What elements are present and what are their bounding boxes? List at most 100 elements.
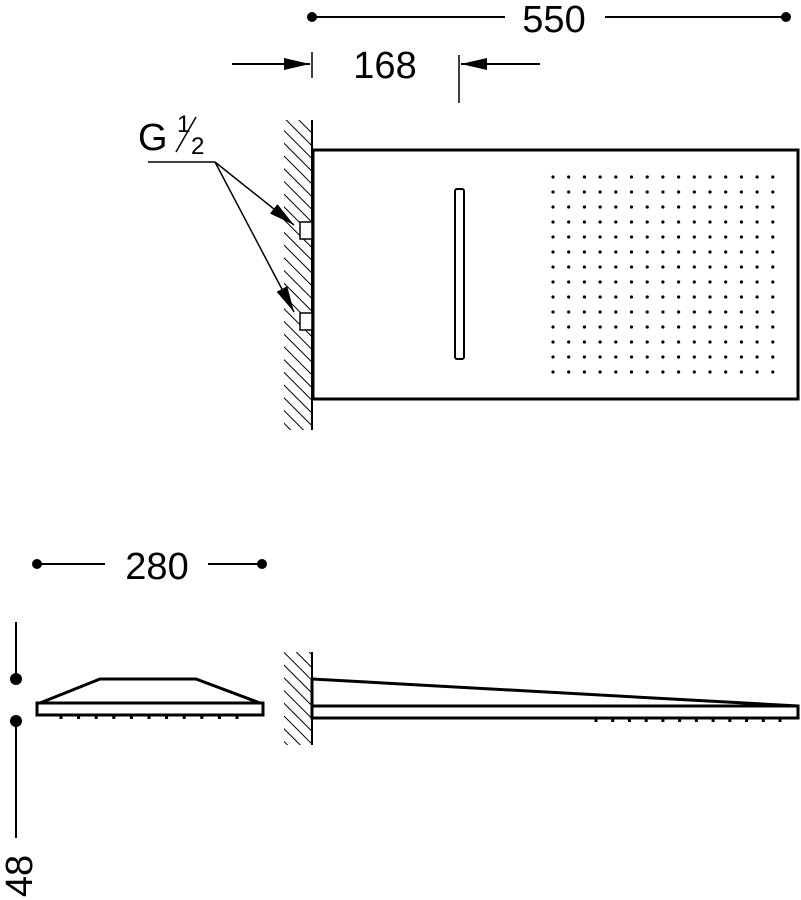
nozzle-dot [771, 295, 775, 299]
nozzle-tick [644, 719, 648, 722]
nozzle-dot [724, 325, 728, 329]
nozzle-dot [724, 220, 728, 224]
nozzle-dot [551, 370, 555, 374]
nozzle-dot [582, 295, 587, 299]
nozzle-dot [598, 250, 602, 254]
nozzle-dot [677, 265, 681, 269]
nozzle-dot [708, 340, 712, 344]
nozzle-dot [661, 340, 665, 344]
nozzle-dot [677, 250, 681, 254]
nozzle-dot [614, 190, 618, 194]
nozzle-dot [692, 205, 696, 209]
nozzle-tick [678, 719, 682, 722]
nozzle-dot [771, 280, 775, 284]
nozzle-dot [645, 235, 649, 239]
nozzle-dot [755, 190, 759, 194]
dimension-label-48: 48 [0, 855, 41, 897]
nozzle-dot [755, 250, 759, 254]
nozzle-dot [724, 340, 728, 344]
waterfall-slot [454, 188, 465, 360]
dimension-overall-width: 550 [307, 0, 791, 41]
dimension-label-550: 550 [522, 0, 585, 41]
nozzle-dot [551, 190, 555, 194]
nozzle-dot [755, 295, 759, 299]
nozzle-dot [661, 325, 665, 329]
nozzle-dot [567, 205, 571, 209]
nozzle-dot [614, 175, 618, 179]
nozzle-dot [771, 370, 775, 374]
nozzle-dot [614, 325, 618, 329]
nozzle-dot [739, 235, 744, 239]
nozzle-dot [771, 205, 775, 209]
nozzle-dot [629, 175, 634, 179]
nozzle-dot [677, 280, 681, 284]
nozzle-dot [739, 340, 744, 344]
nozzle-dot [614, 235, 618, 239]
nozzle-dot [645, 370, 649, 374]
nozzle-dot [551, 235, 555, 239]
nozzle-dot [582, 175, 587, 179]
nozzle-dot [692, 295, 696, 299]
nozzle-dot [598, 220, 602, 224]
wall-top-view [284, 120, 313, 430]
nozzle-tick [745, 719, 749, 722]
nozzle-dot [551, 205, 555, 209]
nozzle-dot [739, 220, 744, 224]
nozzle-dot [598, 205, 602, 209]
nozzle-dot [724, 205, 728, 209]
nozzle-tick [77, 716, 81, 719]
nozzle-dot [598, 175, 602, 179]
nozzle-dot [645, 205, 649, 209]
nozzle-dot [724, 175, 728, 179]
dimension-wall-offset: 168 [232, 45, 540, 103]
nozzle-dot [582, 340, 587, 344]
thread-label-g: G [138, 117, 168, 159]
nozzle-dot [629, 325, 634, 329]
nozzle-dot [629, 310, 634, 314]
thread-numerator: 1 [177, 111, 190, 138]
nozzle-dot [677, 235, 681, 239]
nozzle-dot [755, 175, 759, 179]
nozzle-dot [645, 355, 649, 359]
nozzle-dot [755, 265, 759, 269]
nozzle-dot [614, 370, 618, 374]
nozzle-dot [551, 250, 555, 254]
nozzle-dot [771, 235, 775, 239]
nozzle-dot [567, 325, 571, 329]
nozzle-dot [614, 205, 618, 209]
nozzle-dot [614, 280, 618, 284]
nozzle-dot [661, 190, 665, 194]
nozzle-dot [598, 355, 602, 359]
nozzle-dot [567, 265, 571, 269]
nozzle-tick [761, 719, 765, 722]
nozzle-dot [724, 280, 728, 284]
nozzle-dot [708, 235, 712, 239]
nozzle-dot [771, 265, 775, 269]
nozzle-tick [235, 716, 239, 719]
nozzle-dot [582, 220, 587, 224]
nozzle-dot [755, 310, 759, 314]
nozzle-dot [739, 190, 744, 194]
nozzle-tick [112, 716, 116, 719]
nozzle-dot [692, 310, 696, 314]
nozzle-dot [661, 205, 665, 209]
nozzle-dot [724, 310, 728, 314]
nozzle-dot [708, 310, 712, 314]
nozzle-dot [614, 295, 618, 299]
nozzle-dot [755, 205, 759, 209]
nozzle-dot [551, 295, 555, 299]
nozzle-dot [755, 235, 759, 239]
nozzle-dot [661, 355, 665, 359]
nozzle-dot [771, 250, 775, 254]
nozzle-dot [629, 265, 634, 269]
nozzle-dot [755, 220, 759, 224]
nozzle-dot [692, 370, 696, 374]
nozzle-dot [567, 220, 571, 224]
dimension-depth: 280 [32, 546, 267, 588]
nozzle-dot [645, 190, 649, 194]
nozzle-dot [692, 355, 696, 359]
nozzle-dot [771, 190, 775, 194]
nozzle-tick [728, 719, 732, 722]
nozzle-dot [739, 280, 744, 284]
